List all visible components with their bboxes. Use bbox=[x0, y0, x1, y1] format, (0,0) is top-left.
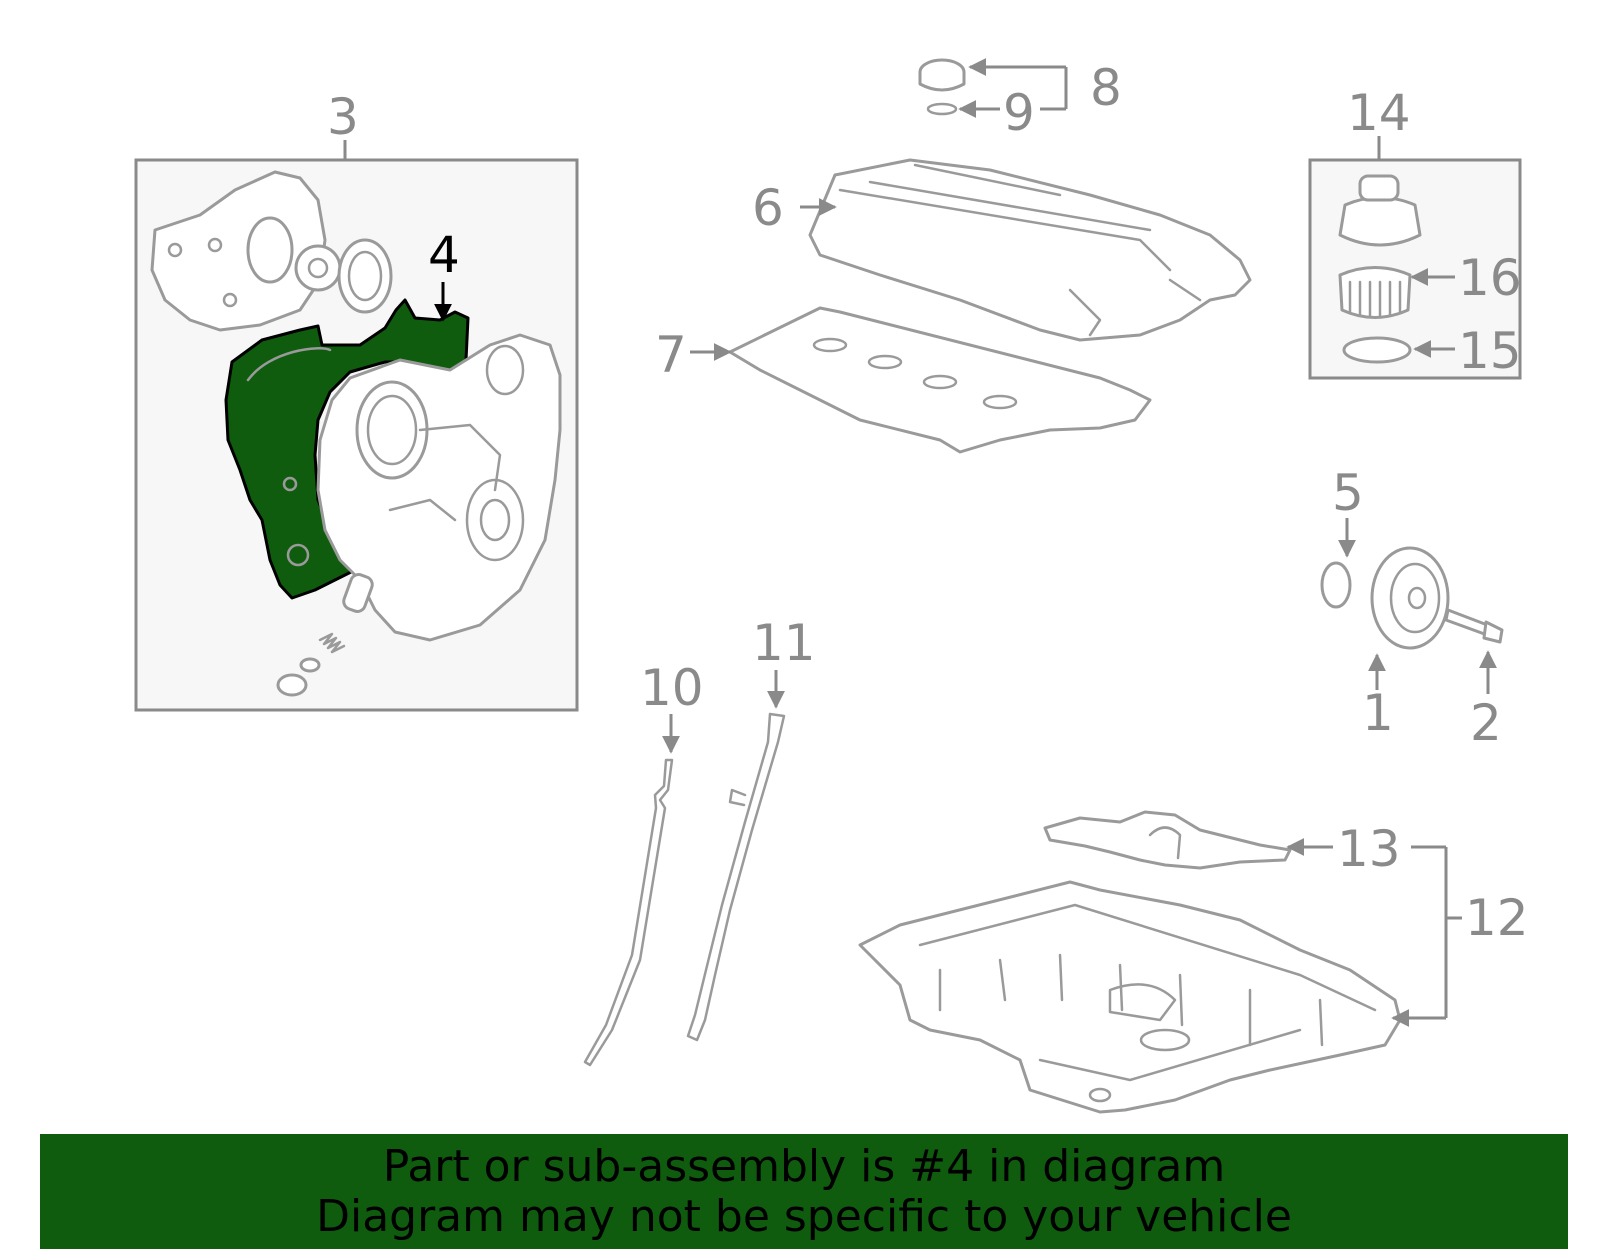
oil-pan bbox=[858, 880, 1402, 1114]
callout-5[interactable]: 5 bbox=[1332, 464, 1364, 522]
callout-9[interactable]: 9 bbox=[1003, 84, 1035, 142]
oil-pump-bore bbox=[246, 216, 294, 284]
callout-11[interactable]: 11 bbox=[752, 614, 816, 672]
oil-filler-cap-group: 8 9 bbox=[918, 58, 1122, 142]
oil-dipstick bbox=[583, 758, 674, 1067]
callout-15[interactable]: 15 bbox=[1458, 322, 1522, 380]
banner-line-disclaimer: Diagram may not be specific to your vehi… bbox=[316, 1191, 1292, 1242]
callout-1[interactable]: 1 bbox=[1362, 684, 1394, 742]
info-banner: Part or sub-assembly is #4 in diagram Di… bbox=[40, 1134, 1568, 1249]
valve-cover bbox=[808, 158, 1252, 342]
valve-cover-gasket bbox=[728, 306, 1152, 454]
callout-13[interactable]: 13 bbox=[1337, 820, 1401, 878]
relief-spring bbox=[318, 632, 346, 654]
callout-3[interactable]: 3 bbox=[327, 88, 359, 146]
callout-10[interactable]: 10 bbox=[640, 659, 704, 717]
callout-2[interactable]: 2 bbox=[1470, 694, 1502, 752]
relief-valve-plug bbox=[342, 573, 374, 613]
pump-rotor bbox=[337, 238, 393, 314]
banner-line-highlighted-part: Part or sub-assembly is #4 in diagram bbox=[382, 1141, 1226, 1192]
oil-pan-group: 13 12 bbox=[858, 810, 1529, 1114]
dipstick-tube bbox=[686, 712, 786, 1042]
drain-plug bbox=[276, 673, 308, 697]
callout-14[interactable]: 14 bbox=[1347, 84, 1411, 142]
oil-pan-baffle bbox=[1043, 810, 1292, 870]
oil-filter-element bbox=[1338, 266, 1412, 319]
pump-gear bbox=[294, 244, 342, 292]
oil-filter-cap bbox=[1338, 196, 1422, 247]
timing-cover-gasket-highlight bbox=[224, 298, 470, 600]
callout-8[interactable]: 8 bbox=[1090, 59, 1122, 117]
oil-filter-o-ring bbox=[1342, 336, 1412, 364]
crank-pulley-group: 5 1 2 bbox=[1320, 464, 1504, 752]
dipstick-group: 10 11 bbox=[583, 614, 816, 1067]
callout-16[interactable]: 16 bbox=[1458, 249, 1522, 307]
callout-7[interactable]: 7 bbox=[655, 326, 687, 384]
cap-seal-ring bbox=[926, 102, 958, 116]
crank-seal bbox=[1320, 561, 1352, 609]
callout-4[interactable]: 4 bbox=[428, 226, 460, 284]
timing-cover-assembly-group: 3 4 bbox=[134, 88, 579, 712]
callout-12[interactable]: 12 bbox=[1465, 889, 1529, 947]
callout-6[interactable]: 6 bbox=[752, 179, 784, 237]
oil-filter-group: 14 16 15 bbox=[1308, 84, 1522, 380]
valve-cover-group: 6 bbox=[752, 158, 1252, 342]
valve-cover-gasket-group: 7 bbox=[655, 306, 1152, 454]
